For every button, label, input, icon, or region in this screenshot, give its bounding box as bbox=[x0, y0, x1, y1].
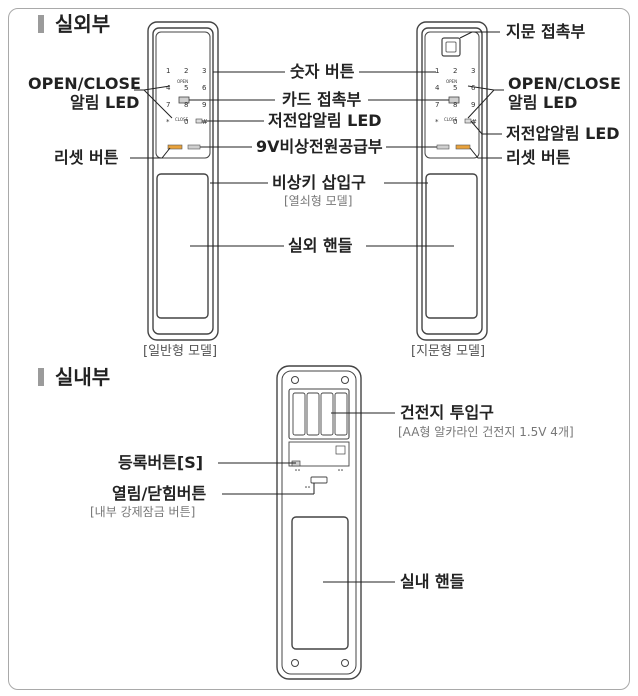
keypad-key[interactable]: 9 bbox=[471, 101, 476, 109]
emergency-power-label: 9V비상전원공급부 bbox=[256, 137, 383, 156]
indoor-board-marks bbox=[295, 469, 343, 488]
outdoor-title-bar bbox=[38, 15, 44, 33]
keypad-key[interactable]: 1 bbox=[435, 67, 440, 75]
keypad-key[interactable]: 8 bbox=[184, 101, 189, 109]
keypad-key[interactable]: * bbox=[435, 118, 439, 126]
low-voltage-led-center-label: 저전압알림 LED bbox=[268, 111, 382, 130]
card-reader-label: 카드 접촉부 bbox=[282, 90, 362, 109]
open-close-led-right-line2: 알림 LED bbox=[508, 93, 578, 112]
keypad-key[interactable]: 7 bbox=[166, 101, 171, 109]
general-open-text: OPEN bbox=[177, 79, 189, 84]
fingerprint-reader-label: 지문 접촉부 bbox=[506, 22, 586, 41]
emergency-key-note: [열쇠형 모델] bbox=[284, 194, 353, 208]
keypad-key[interactable]: 6 bbox=[471, 84, 476, 92]
fingerprint-model-device bbox=[416, 21, 488, 341]
lead-lines bbox=[130, 31, 504, 583]
model-general-caption: [일반형 모델] bbox=[143, 344, 218, 359]
keypad-key[interactable]: 4 bbox=[166, 84, 171, 92]
general-model-device bbox=[147, 21, 219, 341]
keypad-key[interactable]: 7 bbox=[435, 101, 440, 109]
general-close-text: CLOSE bbox=[175, 117, 189, 122]
low-voltage-led-right-label: 저전압알림 LED bbox=[506, 124, 620, 143]
keypad-key[interactable]: 3 bbox=[202, 67, 207, 75]
keypad-key[interactable]: 3 bbox=[471, 67, 476, 75]
fingerprint-open-text: OPEN bbox=[446, 79, 458, 84]
battery-slot-label: 건전지 투입구 bbox=[400, 403, 494, 422]
outdoor-handle-label: 실외 핸들 bbox=[288, 236, 353, 255]
keypad-key[interactable]: 2 bbox=[184, 67, 189, 75]
indoor-section-title: 실내부 bbox=[55, 365, 111, 389]
diagram-frame bbox=[8, 8, 630, 690]
open-close-button-label: 열림/닫힘버튼 bbox=[112, 484, 207, 503]
keypad-key[interactable]: 1 bbox=[166, 67, 171, 75]
keypad-key[interactable]: 0 bbox=[184, 118, 189, 126]
open-close-led-left-line2: 알림 LED bbox=[70, 93, 140, 112]
keypad-key[interactable]: * bbox=[166, 118, 170, 126]
indoor-device bbox=[276, 365, 362, 680]
keypad-key[interactable]: 4 bbox=[435, 84, 440, 92]
fingerprint-close-text: CLOSE bbox=[444, 117, 458, 122]
battery-slot-note: [AA형 알카라인 건전지 1.5V 4개] bbox=[398, 425, 574, 439]
reset-button-left-label: 리셋 버튼 bbox=[54, 148, 119, 167]
open-close-led-right-line1: OPEN/CLOSE bbox=[508, 74, 621, 93]
emergency-key-label: 비상키 삽입구 bbox=[272, 173, 366, 192]
keypad-key[interactable]: # bbox=[202, 118, 208, 126]
keypad-key[interactable]: 6 bbox=[202, 84, 207, 92]
keypad-key[interactable]: 2 bbox=[453, 67, 458, 75]
open-close-button-note: [내부 강제잠금 버튼] bbox=[90, 505, 196, 519]
model-fingerprint-caption: [지문형 모델] bbox=[411, 344, 486, 359]
keypad-key[interactable]: 0 bbox=[453, 118, 458, 126]
keypad-key[interactable]: # bbox=[471, 118, 477, 126]
indoor-handle-label: 실내 핸들 bbox=[400, 572, 465, 591]
open-close-led-left-line1: OPEN/CLOSE bbox=[28, 74, 141, 93]
keypad-key[interactable]: 5 bbox=[453, 84, 458, 92]
reset-button-right-label: 리셋 버튼 bbox=[506, 148, 571, 167]
keypad-key[interactable]: 5 bbox=[184, 84, 189, 92]
indoor-title-bar bbox=[38, 368, 44, 386]
keypad-key[interactable]: 9 bbox=[202, 101, 207, 109]
number-buttons-label: 숫자 버튼 bbox=[290, 62, 355, 81]
register-button-label: 등록버튼[S] bbox=[118, 453, 204, 472]
outdoor-section-title: 실외부 bbox=[55, 12, 111, 36]
keypad-key[interactable]: 8 bbox=[453, 101, 458, 109]
